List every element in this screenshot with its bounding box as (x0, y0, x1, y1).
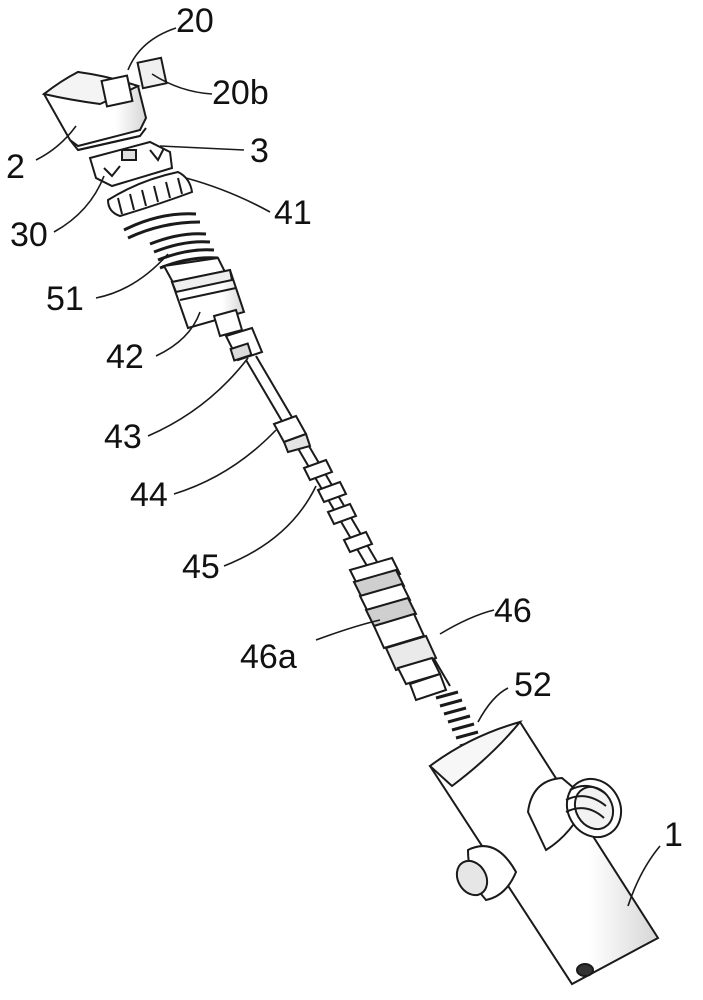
block-part-44 (272, 414, 312, 454)
cap-part-2 (41, 70, 148, 152)
ring-part-3 (88, 140, 174, 188)
side-port-left (455, 845, 518, 902)
label-42: 42 (106, 338, 144, 376)
label-51: 51 (46, 280, 84, 318)
label-1: 1 (664, 816, 683, 854)
label-43: 43 (104, 418, 142, 456)
label-46a: 46a (240, 638, 297, 676)
label-46: 46 (494, 592, 532, 630)
button-part-20 (100, 56, 168, 108)
side-port-right (526, 776, 623, 852)
label-52: 52 (514, 666, 552, 704)
label-44: 44 (130, 476, 168, 514)
valve-body-part-1 (428, 720, 660, 986)
label-2: 2 (6, 148, 25, 186)
label-41: 41 (274, 194, 312, 232)
knurled-ring-part-41 (106, 170, 194, 218)
collars-part-45 (302, 458, 374, 554)
leader-lines (35, 27, 661, 907)
seal-stack-part-46 (348, 556, 448, 702)
label-20b: 20b (212, 74, 269, 112)
label-20: 20 (176, 2, 214, 40)
label-30: 30 (10, 216, 48, 254)
connector-part-43 (212, 308, 264, 362)
label-45: 45 (182, 548, 220, 586)
label-3: 3 (250, 132, 269, 170)
